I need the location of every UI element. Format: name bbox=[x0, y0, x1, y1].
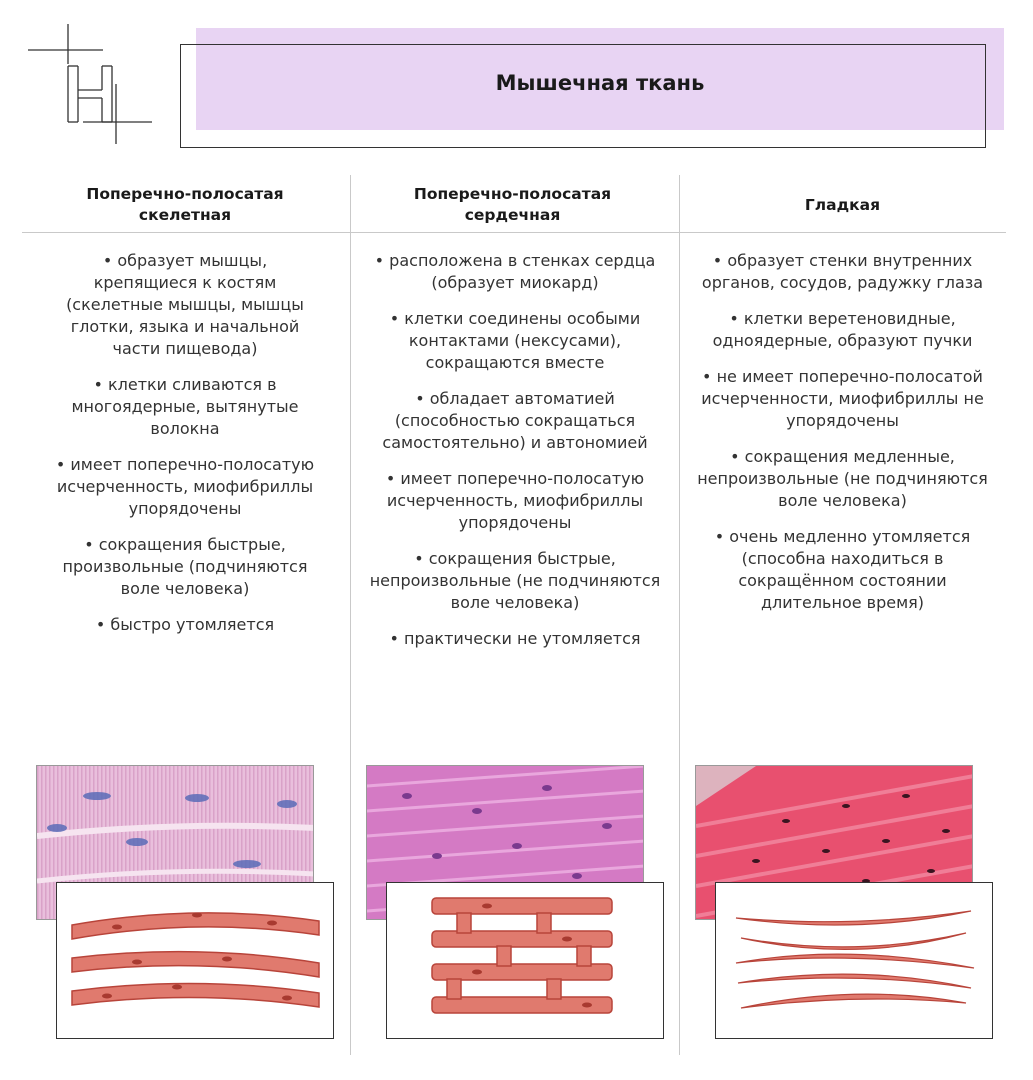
page-title: Мышечная ткань bbox=[495, 71, 705, 95]
cardiac-fiber-diagram bbox=[386, 882, 664, 1039]
list-item: • клетки веретеновидные, одноядерные, об… bbox=[712, 309, 973, 350]
smooth-fiber-diagram bbox=[715, 882, 993, 1039]
list-item: • имеет поперечно-полосатую исчерченност… bbox=[55, 455, 315, 518]
title-frame bbox=[180, 44, 986, 148]
header-divider bbox=[22, 232, 1006, 233]
column-heading-skeletal: Поперечно-полосатая скелетная bbox=[86, 185, 284, 224]
list-item: • образует мышцы, крепящиеся к костям (с… bbox=[66, 251, 304, 358]
logo bbox=[28, 24, 158, 144]
skeletal-fiber-diagram bbox=[56, 882, 334, 1039]
column-cardiac-list: • расположена в стенках сердца (образует… bbox=[365, 250, 665, 664]
column-heading-smooth: Гладкая bbox=[804, 195, 881, 214]
column-divider bbox=[679, 175, 680, 1055]
list-item: • сокращения медленные, непроизвольные (… bbox=[697, 447, 988, 510]
column-heading-cardiac: Поперечно-полосатая сердечная bbox=[413, 185, 612, 224]
column-divider bbox=[350, 175, 351, 1055]
list-item: • образует стенки внутренних органов, со… bbox=[701, 251, 984, 292]
list-item: • сокращения быстрые, непроизвольные (не… bbox=[369, 549, 661, 612]
list-item: • обладает автоматией (способностью сокр… bbox=[382, 389, 648, 452]
list-item: • расположена в стенках сердца (образует… bbox=[374, 251, 656, 292]
list-item: • клетки соединены особыми контактами (н… bbox=[389, 309, 641, 372]
title-background bbox=[196, 28, 1004, 130]
column-smooth-list: • образует стенки внутренних органов, со… bbox=[690, 250, 995, 628]
list-item: • клетки сливаются в многоядерные, вытян… bbox=[71, 375, 299, 438]
list-item: • сокращения быстрые, произвольные (подч… bbox=[62, 535, 308, 598]
column-skeletal-list: • образует мышцы, крепящиеся к костям (с… bbox=[55, 250, 315, 650]
list-item: • имеет поперечно-полосатую исчерченност… bbox=[385, 469, 645, 532]
list-item: • быстро утомляется bbox=[95, 615, 275, 634]
list-item: • не имеет поперечно-полосатой исчерченн… bbox=[701, 367, 984, 430]
list-item: • очень медленно утомляется (способна на… bbox=[714, 527, 971, 612]
list-item: • практически не утомляется bbox=[389, 629, 641, 648]
